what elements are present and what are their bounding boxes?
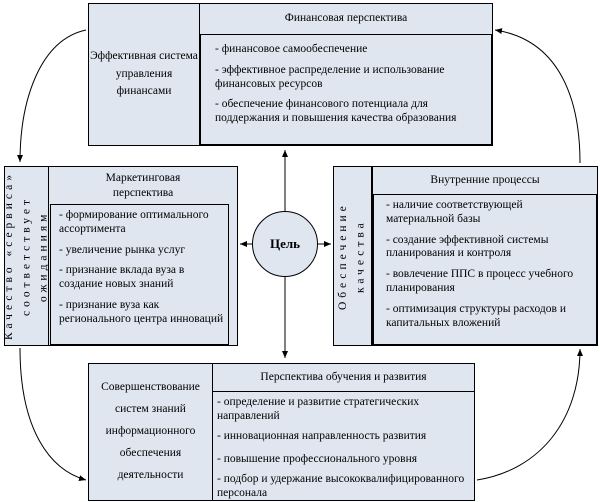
- list-item: - инновационная направленность развития: [217, 429, 427, 442]
- financial-perspective-box: Эффективная система управления финансами…: [88, 3, 493, 146]
- marketing-title: Маркетинговая перспектива: [105, 171, 181, 199]
- list-item: - формирование оптимального ассортимента: [59, 209, 209, 235]
- list-item: - признание вклада вуза в создание новых…: [59, 264, 185, 291]
- list-item: - обеспечение финансового потенциала для…: [215, 98, 457, 125]
- goal-circle: Цель: [252, 211, 318, 277]
- marketing-side-label: Качество «сервиса» соответствует ожидани…: [2, 171, 50, 341]
- list-item: - создание эффективной системы планирова…: [386, 233, 549, 260]
- list-item: - оптимизация структуры расходов и капит…: [386, 302, 566, 329]
- list-item: - подбор и удержание высококвалифицирова…: [217, 473, 465, 499]
- financial-side-label: Эффективная система управления финансами: [89, 4, 200, 145]
- learning-title: Перспектива обучения и развития: [213, 364, 474, 392]
- list-item: - наличие соответствующей материальной б…: [386, 199, 523, 225]
- list-item: - увеличение рынка услуг: [59, 243, 186, 256]
- internal-title: Внутренние процессы: [430, 173, 540, 186]
- curve-internal-financial: [494, 28, 581, 164]
- list-item: - эффективное распределение и использова…: [215, 63, 445, 90]
- internal-side-label: Обеспечение качества: [337, 202, 367, 310]
- learning-perspective-box: Совершенствование систем знаний информац…: [88, 363, 475, 501]
- curve-learning-internal: [476, 348, 583, 481]
- list-item: - определение и развитие стратегических …: [217, 396, 420, 422]
- list-item: - признание вуза как регионального центр…: [59, 298, 224, 325]
- marketing-perspective-box: Качество «сервиса» соответствует ожидани…: [2, 166, 238, 346]
- curve-marketing-learning: [19, 347, 87, 482]
- curve-financial-marketing: [17, 29, 87, 163]
- internal-processes-box: Обеспечение качества Внутренние процессы…: [333, 166, 598, 346]
- list-item: - финансовое самообеспечение: [215, 43, 368, 55]
- financial-title: Финансовая перспектива: [284, 12, 408, 25]
- list-item: - вовлечение ППС в процесс учебного план…: [386, 268, 574, 294]
- learning-side-label: Совершенствование систем знаний информац…: [89, 364, 213, 500]
- list-item: - повышение профессионального уровня: [217, 453, 418, 466]
